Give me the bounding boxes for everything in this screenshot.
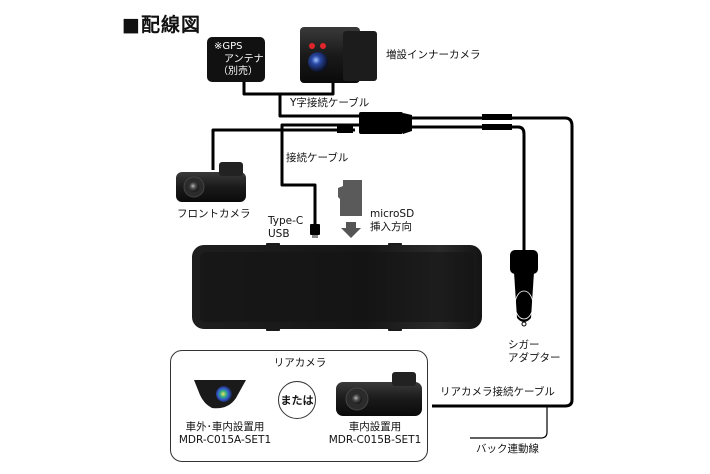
cables <box>211 82 574 408</box>
y-cable-label: Y字接続ケーブル <box>290 97 370 109</box>
gps-antenna-box: ※GPS アンテナ （別売） <box>207 37 265 82</box>
rear-camera-a-model: MDR-C015A-SET1 <box>178 434 272 446</box>
cigar-adapter-illustration <box>510 250 538 327</box>
cigar-adapter-label-2: アダプター <box>508 352 561 364</box>
back-link-label: バック連動線 <box>476 443 539 455</box>
microsd-card-icon <box>338 180 362 238</box>
type-c-label: Type-C <box>268 215 304 227</box>
front-camera-label: フロントカメラ <box>177 208 251 220</box>
front-camera-cable <box>211 128 355 170</box>
microsd-direction-label: 挿入方向 <box>370 221 412 233</box>
mirror-recorder-illustration <box>192 243 482 331</box>
inner-camera-label: 増設インナーカメラ <box>386 49 481 61</box>
usb-label: USB <box>268 228 290 240</box>
rear-camera-b-use: 車内設置用 <box>348 421 402 433</box>
connect-cable-label: 接続ケーブル <box>286 152 349 164</box>
rear-camera-a-use: 車外･車内設置用 <box>185 421 265 433</box>
or-badge: または <box>278 381 316 419</box>
usb-c-plug <box>310 224 320 238</box>
connect-cable <box>280 123 360 225</box>
splitter-out-bottom <box>410 125 526 250</box>
rear-camera-heading: リアカメラ <box>273 357 327 369</box>
y-splitter <box>337 112 512 134</box>
gps-sold-separately-label: （別売） <box>218 66 258 77</box>
gps-antenna-label: アンテナ <box>224 53 264 65</box>
microsd-label: microSD <box>370 208 415 220</box>
gps-label: ※GPS <box>214 41 243 52</box>
back-link-wire <box>470 406 548 439</box>
front-camera-illustration <box>176 162 246 202</box>
rear-camera-options-box <box>170 350 428 462</box>
inner-camera-illustration <box>300 27 377 83</box>
cigar-adapter-label-1: シガー <box>508 339 540 351</box>
splitter-out-top <box>410 116 574 408</box>
rear-camera-a-illustration <box>194 380 246 409</box>
page-title: ■配線図 <box>122 14 201 36</box>
rear-camera-b-model: MDR-C015B-SET1 <box>328 434 422 446</box>
inner-camera-cable <box>280 83 335 96</box>
rear-cable-label: リアカメラ接続ケーブル <box>440 386 555 398</box>
rear-camera-b-illustration <box>336 372 422 416</box>
